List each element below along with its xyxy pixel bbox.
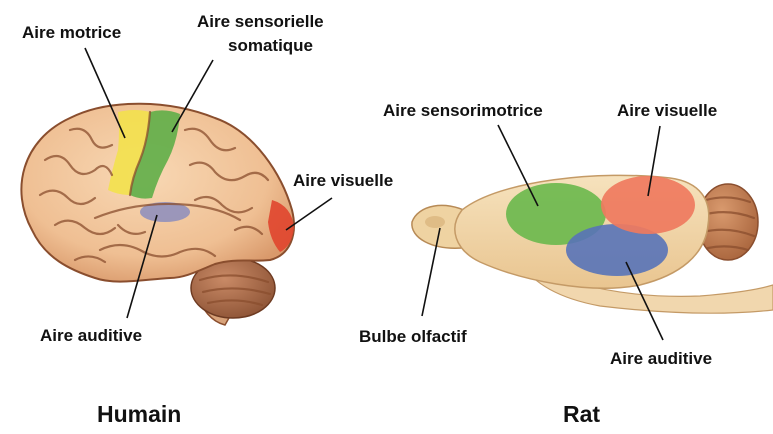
label-auditory-area-rat: Aire auditive [610, 349, 712, 368]
label-auditory-area-human: Aire auditive [40, 326, 142, 345]
label-olfactory-bulb: Bulbe olfactif [359, 327, 467, 346]
rat-visual-area [601, 176, 695, 234]
caption-rat: Rat [563, 401, 600, 427]
rat-brain [412, 175, 773, 313]
label-motor-area: Aire motrice [22, 23, 121, 42]
label-somatosensory-line2: somatique [228, 36, 313, 55]
caption-human: Humain [97, 401, 181, 427]
label-sensorimotor-area: Aire sensorimotrice [383, 101, 543, 120]
label-visual-area-human: Aire visuelle [293, 171, 393, 190]
label-somatosensory-line1: Aire sensorielle [197, 12, 324, 31]
label-visual-area-rat: Aire visuelle [617, 101, 717, 120]
human-brain [21, 104, 294, 325]
